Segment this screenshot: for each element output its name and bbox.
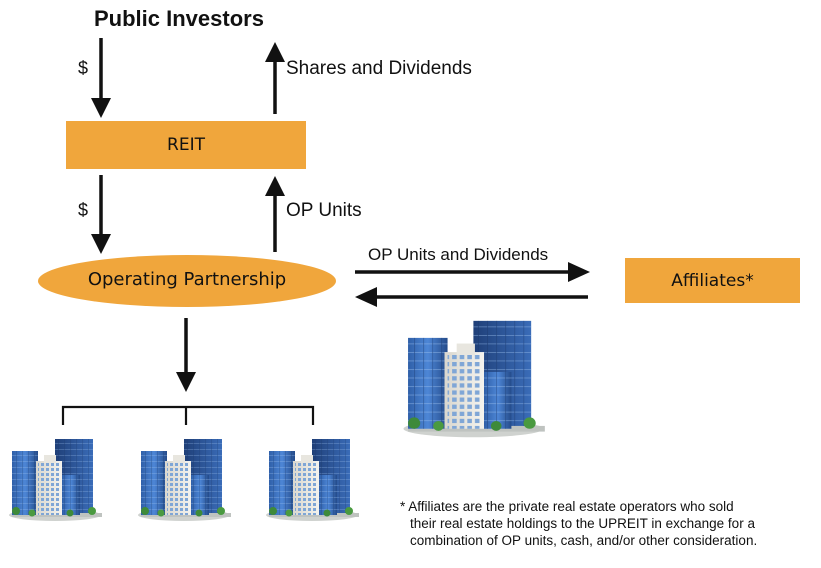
office-buildings-icon xyxy=(266,439,359,521)
arrow-reit-to-op xyxy=(91,175,111,254)
op-to-affiliates-label: OP Units and Dividends xyxy=(368,245,549,264)
footnote-line-3: combination of OP units, cash, and/or ot… xyxy=(410,533,758,548)
affiliates-node-label: Affiliates* xyxy=(671,270,754,291)
arrow-investors-to-reit xyxy=(91,38,111,118)
operating-partnership-node xyxy=(38,255,336,307)
reit-to-investors-label: Shares and Dividends xyxy=(286,58,472,79)
property-bracket xyxy=(61,405,315,425)
public-investors-label: Public Investors xyxy=(94,6,264,31)
operating-partnership-label: Operating Partnership xyxy=(87,269,287,290)
office-buildings-icon xyxy=(138,439,231,521)
arrow-reit-to-investors xyxy=(265,42,285,114)
office-buildings-icon xyxy=(403,320,545,438)
affiliates-node: Affiliates* xyxy=(625,258,800,303)
arrow-op-to-affiliates xyxy=(355,262,590,282)
reit-to-op-label: $ xyxy=(78,200,89,220)
footnote: * Affiliates are the private real estate… xyxy=(400,498,818,549)
reit-node-label: REIT xyxy=(167,135,205,155)
investors-to-reit-label: $ xyxy=(78,58,89,78)
office-buildings-icon xyxy=(9,439,102,521)
arrow-affiliates-to-op xyxy=(355,287,588,307)
footnote-line-1: * Affiliates are the private real estate… xyxy=(400,499,734,514)
footnote-line-2: their real estate holdings to the UPREIT… xyxy=(410,516,755,531)
op-to-reit-label: OP Units xyxy=(286,200,362,221)
arrow-op-to-reit xyxy=(265,176,285,252)
reit-node: REIT xyxy=(66,121,306,169)
arrow-op-to-properties xyxy=(176,318,196,392)
